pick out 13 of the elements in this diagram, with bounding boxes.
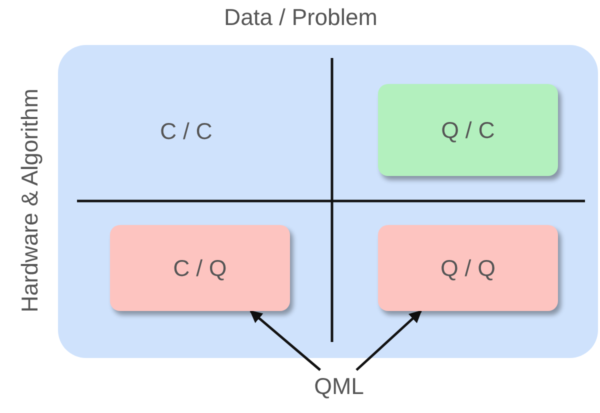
axis-title: Hardware & Algorithm — [16, 88, 44, 312]
quadrant-box — [378, 225, 558, 311]
quadrant-box — [378, 84, 558, 176]
arrow — [250, 310, 321, 371]
quadrant-label: Q / Q — [440, 254, 496, 282]
quadrant-box — [110, 225, 290, 311]
quadrant-label: C / C — [160, 118, 212, 145]
node-label: QML — [314, 372, 364, 400]
quadrant-label: Q / C — [441, 116, 495, 144]
quadrant-panel — [58, 45, 598, 358]
arrow — [356, 310, 422, 371]
quadrant-label: C / Q — [173, 254, 227, 282]
axis-title: Data / Problem — [224, 4, 378, 31]
